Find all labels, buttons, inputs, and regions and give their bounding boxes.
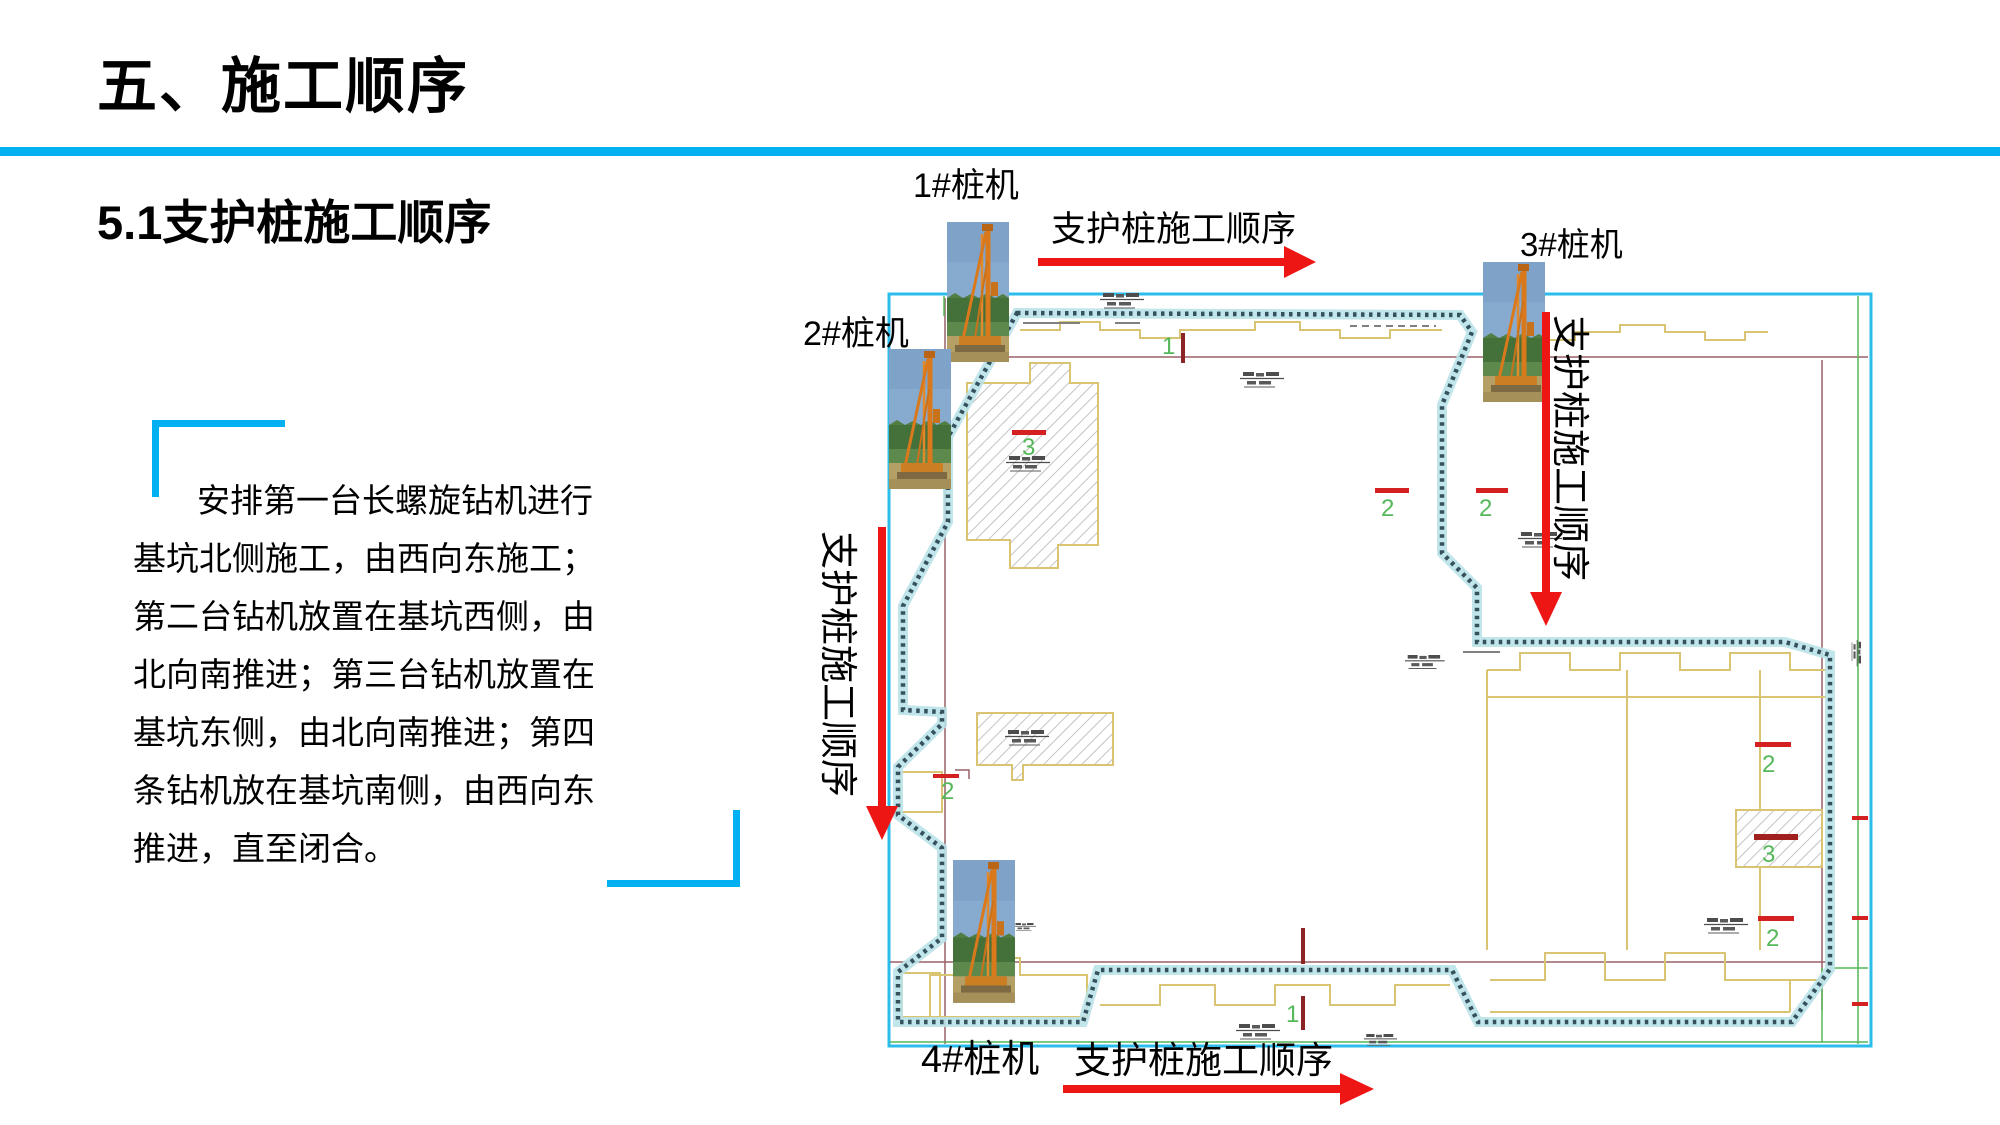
svg-text:3: 3: [1022, 434, 1035, 461]
svg-text:1: 1: [1286, 1001, 1299, 1028]
sequence-label-left: 支护桩施工顺序: [816, 531, 858, 798]
zone-number-labels: 3 2 2 2 2 3 1 1 2: [941, 333, 1779, 1028]
svg-text:2: 2: [1766, 925, 1779, 952]
sequence-arrow-bottom: [1063, 1073, 1374, 1105]
svg-text:2: 2: [1479, 495, 1492, 522]
machine-label-1: 1#桩机: [913, 167, 1019, 205]
detail-dashes: [1023, 322, 1500, 653]
quote-bracket-top-left-icon: [152, 420, 285, 497]
plan-grid-lines: [890, 298, 1868, 1044]
svg-text:1: 1: [1162, 333, 1175, 360]
pile-machine-1-photo: [947, 222, 1009, 362]
sequence-arrow-right: [1530, 312, 1562, 626]
title-underline-bar: [0, 147, 2000, 156]
body-line: 第二台钻机放置在基坑西侧，由: [133, 598, 595, 635]
machine-label-4: 4#桩机: [921, 1039, 1040, 1081]
svg-text:2: 2: [941, 778, 954, 805]
svg-text:3: 3: [1762, 841, 1775, 868]
body-line: 安排第一台长螺旋钻机进行: [197, 482, 593, 519]
machine-label-3: 3#桩机: [1520, 226, 1623, 263]
body-paragraph: 安排第一台长螺旋钻机进行 基坑北侧施工，由西向东施工； 第二台钻机放置在基坑西侧…: [133, 472, 633, 878]
sequence-label-right: 支护桩施工顺序: [1548, 315, 1590, 582]
sequence-arrow-top: [1038, 246, 1316, 278]
pile-support-outline: [893, 307, 1835, 1027]
pile-machine-4-photo: [953, 860, 1015, 1003]
body-line: 基坑东侧，由北向南推进；第四: [133, 714, 595, 751]
page-title: 五、施工顺序: [97, 53, 469, 120]
sequence-label-bottom: 支护桩施工顺序: [1074, 1040, 1333, 1081]
pile-machine-2-photo: [889, 349, 951, 489]
red-dash-markers: [933, 430, 1868, 1006]
body-line: 条钻机放在基坑南侧，由西向东: [133, 772, 595, 809]
sequence-arrow-left: [866, 527, 898, 840]
body-line: 基坑北侧施工，由西向东施工；: [133, 540, 595, 577]
sequence-label-top: 支护桩施工顺序: [1051, 210, 1297, 249]
pile-machine-3-photo: [1483, 262, 1545, 402]
body-line: 北向南推进；第三台钻机放置在: [133, 656, 595, 693]
section-ticks: [1181, 333, 1305, 1030]
body-line: 推进，直至闭合。: [133, 830, 397, 867]
building-outlines: [899, 321, 1826, 1018]
svg-text:2: 2: [1762, 751, 1775, 778]
quote-bracket-bottom-right-icon: [607, 810, 740, 887]
section-subtitle: 5.1支护桩施工顺序: [97, 196, 492, 249]
machine-label-2: 2#桩机: [803, 315, 909, 353]
svg-text:2: 2: [1381, 495, 1394, 522]
